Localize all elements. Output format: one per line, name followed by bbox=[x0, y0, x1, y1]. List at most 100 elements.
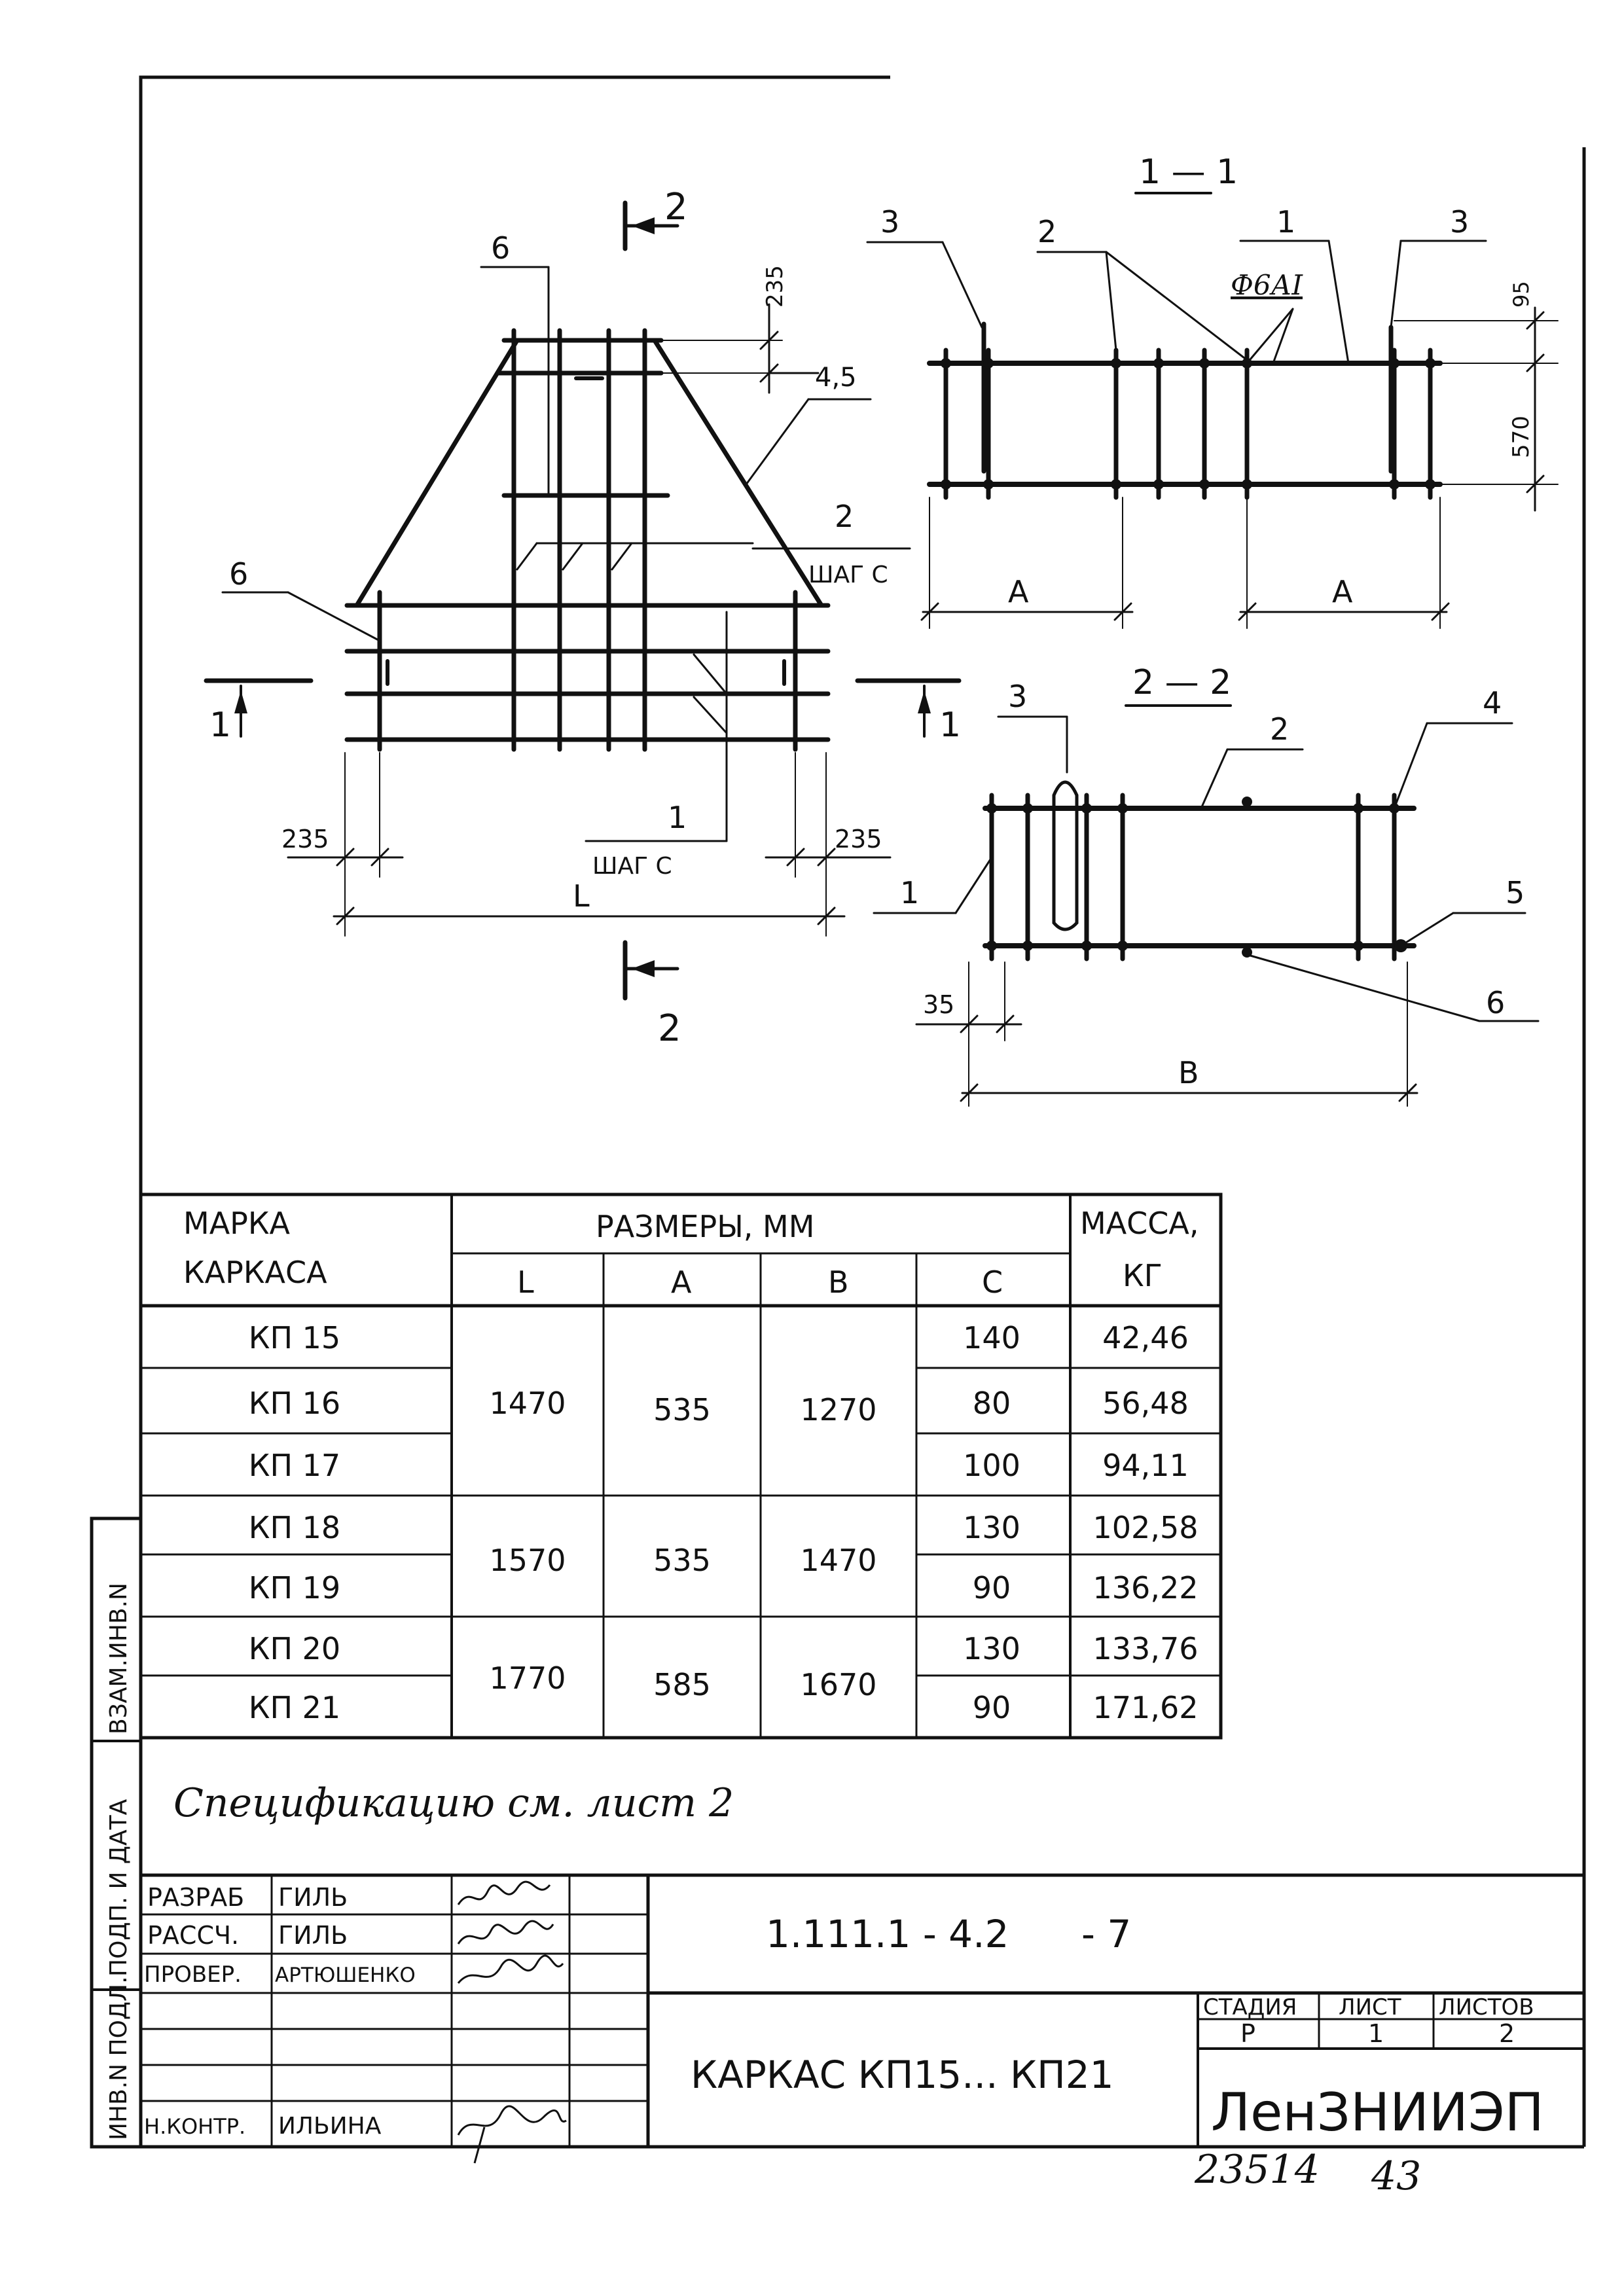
s11-leader-3-left: 3 bbox=[880, 204, 899, 240]
table-head-B: B bbox=[828, 1265, 849, 1300]
section-2-2-title: 2 — 2 bbox=[1132, 663, 1231, 702]
plan-dim-4-5: 4,5 bbox=[815, 363, 857, 393]
sheets-label: ЛИСТОВ bbox=[1439, 1994, 1534, 2020]
table-row-mark: КП 17 bbox=[249, 1448, 340, 1483]
table-row-mark: КП 19 bbox=[249, 1570, 340, 1605]
role-label: ПРОВЕР. bbox=[144, 1962, 242, 1988]
table-head-mass-1: МАССА, bbox=[1080, 1206, 1199, 1241]
plan-view-labels: 2 2 1 1 6 6 2 ШАГ С 1 ШАГ С 235 4,5 235 … bbox=[209, 186, 961, 1050]
archive-sheet: 43 bbox=[1371, 2153, 1421, 2199]
s22-leader-5: 5 bbox=[1506, 875, 1525, 910]
s22-leader-2: 2 bbox=[1270, 711, 1289, 747]
plan-view bbox=[204, 200, 962, 1001]
section-1-1-title: 1 — 1 bbox=[1139, 152, 1238, 192]
drawing-title: КАРКАС КП15... КП21 bbox=[691, 2053, 1114, 2097]
plan-dim-L: L bbox=[573, 878, 590, 914]
table-head-A: A bbox=[671, 1265, 692, 1300]
sheet-label: ЛИСТ bbox=[1339, 1994, 1401, 2020]
s11-leader-1: 1 bbox=[1276, 204, 1295, 240]
plan-leader-6-top: 6 bbox=[491, 230, 510, 266]
s11-leader-2: 2 bbox=[1038, 214, 1056, 249]
s11-leader-3-right: 3 bbox=[1450, 204, 1469, 240]
s11-bar-spec: Ф6АI bbox=[1231, 269, 1303, 301]
s22-dim-35: 35 bbox=[923, 990, 954, 1019]
person-name: АРТЮШЕНКО bbox=[275, 1964, 416, 1987]
table-row-mark: КП 21 bbox=[249, 1690, 340, 1725]
s22-leader-1: 1 bbox=[900, 875, 919, 910]
table-row-mass: 133,76 bbox=[1093, 1631, 1199, 1666]
table-row-c: 130 bbox=[963, 1631, 1020, 1666]
stage-value: Р bbox=[1240, 2019, 1255, 2048]
table-group-L: 1470 bbox=[489, 1386, 566, 1421]
plan-leader-6-left: 6 bbox=[229, 556, 248, 592]
table-row-c: 90 bbox=[973, 1690, 1011, 1725]
table-row-c: 130 bbox=[963, 1510, 1020, 1545]
table-group-A: 585 bbox=[653, 1667, 711, 1702]
table-row-c: 80 bbox=[973, 1386, 1011, 1421]
side-stamp-podp-data: ПОДП. И ДАТА bbox=[105, 1799, 132, 1977]
organization-name: ЛенЗНИИЭП bbox=[1211, 2082, 1544, 2143]
archive-number: 23514 bbox=[1194, 2147, 1320, 2193]
role-label: Н.КОНТР. bbox=[144, 2114, 245, 2139]
spec-note: Спецификацию см. лист 2 bbox=[173, 1780, 734, 1826]
table-group-A: 535 bbox=[653, 1543, 711, 1578]
plan-step-c-2: ШАГ С bbox=[808, 562, 888, 588]
table-head-dims: РАЗМЕРЫ, ММ bbox=[596, 1209, 814, 1244]
section-2-2 bbox=[873, 704, 1540, 1107]
person-name: ИЛЬИНА bbox=[278, 2113, 382, 2140]
plan-cut-label-1-right: 1 bbox=[939, 706, 961, 745]
plan-step-c-1: ШАГ С bbox=[592, 853, 672, 880]
s22-leader-3: 3 bbox=[1008, 679, 1027, 714]
table-group-L: 1570 bbox=[489, 1543, 566, 1578]
plan-leader-1: 1 bbox=[668, 800, 687, 835]
table-row-mass: 171,62 bbox=[1093, 1690, 1199, 1725]
plan-cut-label-2-top: 2 bbox=[664, 186, 688, 228]
table-row-mass: 102,58 bbox=[1093, 1510, 1199, 1545]
table-row-c: 100 bbox=[963, 1448, 1020, 1483]
s22-dim-B: B bbox=[1178, 1055, 1199, 1090]
plan-cut-label-1-left: 1 bbox=[209, 706, 231, 745]
table-head-mass-2: КГ bbox=[1123, 1258, 1163, 1293]
side-stamp: ВЗАМ.ИНВ.N ПОДП. И ДАТА ИНВ.N ПОДЛ. bbox=[90, 1516, 143, 2149]
table-row-mark: КП 16 bbox=[249, 1386, 340, 1421]
section-2-2-labels: 2 — 2 3 2 4 1 5 6 35 B bbox=[900, 663, 1525, 1090]
role-label: РАССЧ. bbox=[147, 1921, 239, 1950]
s11-dim-A-left: A bbox=[1008, 574, 1029, 609]
table-row-mass: 56,48 bbox=[1102, 1386, 1189, 1421]
section-1-1 bbox=[866, 192, 1559, 629]
table-row-c: 90 bbox=[973, 1570, 1011, 1605]
plan-dim-235-left: 235 bbox=[281, 825, 329, 853]
sheets-value: 2 bbox=[1499, 2019, 1515, 2048]
sheet-value: 1 bbox=[1368, 2019, 1384, 2048]
section-2-2-bar-dots bbox=[986, 797, 1407, 958]
s11-dim-95: 95 bbox=[1509, 281, 1534, 308]
table-row-mark: КП 18 bbox=[249, 1510, 340, 1545]
table-row-mass: 42,46 bbox=[1102, 1320, 1189, 1355]
table-group-A: 535 bbox=[653, 1392, 711, 1427]
table-group-L: 1770 bbox=[489, 1660, 566, 1696]
table-head-C: C bbox=[982, 1265, 1003, 1300]
table-head-L: L bbox=[517, 1265, 534, 1300]
dimensions-table: МАРКА КАРКАСА РАЗМЕРЫ, ММ L A B C МАССА,… bbox=[139, 1193, 1223, 1740]
table-group-B: 1270 bbox=[800, 1392, 876, 1427]
plan-cut-label-2-bottom: 2 bbox=[658, 1007, 681, 1050]
person-name: ГИЛЬ bbox=[278, 1921, 348, 1950]
table-row-mass: 94,11 bbox=[1102, 1448, 1189, 1483]
side-stamp-inv-podl: ИНВ.N ПОДЛ. bbox=[105, 1976, 132, 2140]
plan-leader-2: 2 bbox=[835, 499, 854, 534]
plan-dim-235-top: 235 bbox=[762, 265, 788, 308]
table-row-mass: 136,22 bbox=[1093, 1570, 1199, 1605]
s11-dim-570: 570 bbox=[1508, 416, 1534, 458]
signatures bbox=[457, 1880, 567, 2164]
doc-number: 1.111.1 - 4.2 - 7 bbox=[766, 1912, 1131, 1956]
s22-leader-4: 4 bbox=[1483, 685, 1502, 721]
table-group-B: 1470 bbox=[800, 1543, 876, 1578]
side-stamp-vzam-inv: ВЗАМ.ИНВ.N bbox=[105, 1583, 132, 1734]
section-1-1-bar-dots bbox=[941, 358, 1435, 490]
table-head-mark-2: КАРКАСА bbox=[183, 1255, 327, 1290]
table-row-mark: КП 20 bbox=[249, 1631, 340, 1666]
title-block: РАЗРАБ ГИЛЬ РАССЧ. ГИЛЬ ПРОВЕР. АРТЮШЕНК… bbox=[141, 1873, 1584, 2199]
plan-dim-235-right: 235 bbox=[835, 825, 882, 853]
table-row-c: 140 bbox=[963, 1320, 1020, 1355]
person-name: ГИЛЬ bbox=[278, 1883, 348, 1912]
